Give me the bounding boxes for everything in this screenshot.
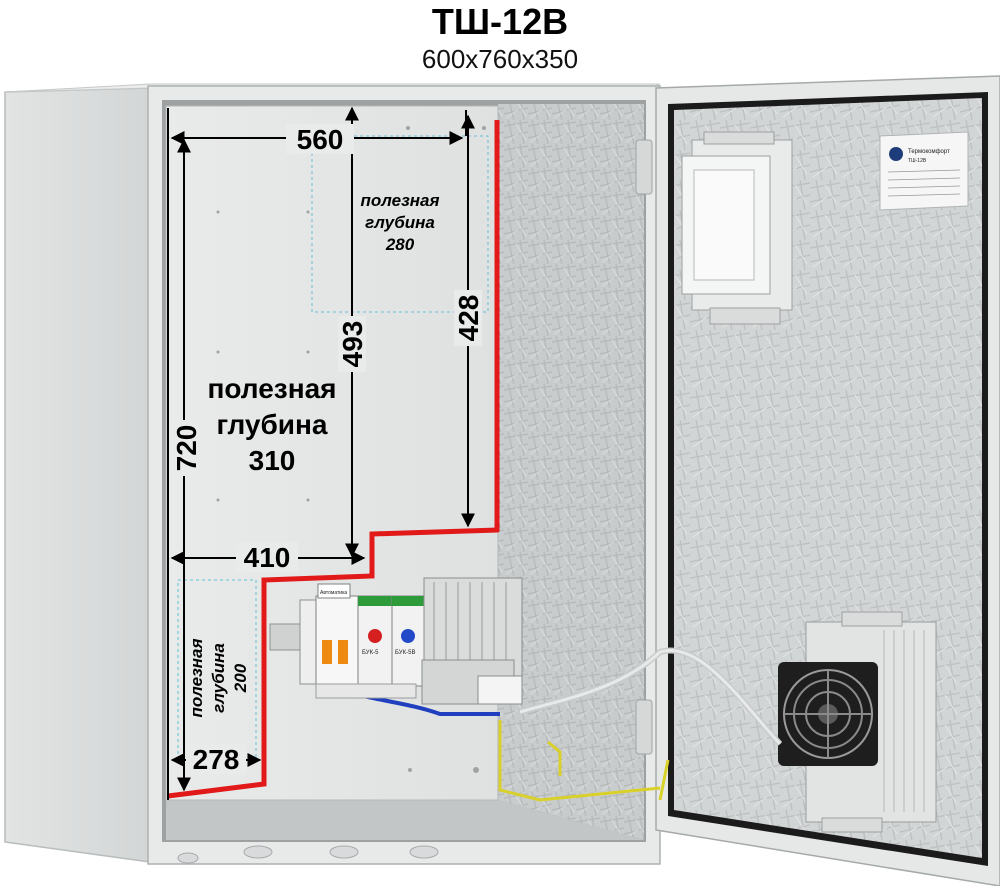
usable-depth-lower-line2: глубина <box>209 643 228 713</box>
plate-brand: Термокомфорт <box>908 149 950 155</box>
heater <box>421 577 523 705</box>
dim-width-top: 560 <box>297 124 344 155</box>
title-block: ТШ-12В 600x760x350 <box>0 0 1000 75</box>
breaker-label: Автоматика <box>320 590 347 596</box>
dim-width-bottom: 410 <box>244 542 291 573</box>
module2-label: БУК-5В <box>395 650 415 656</box>
usable-depth-main-line1: полезная <box>207 373 336 404</box>
circuit-breaker: Автоматика <box>315 583 359 693</box>
control-module-1: БУК-5 <box>357 595 393 687</box>
usable-depth-main: полезная глубина 310 <box>207 373 336 476</box>
cabinet-door: Термокомфорт ТШ-12В <box>655 75 1000 886</box>
usable-depth-upper-line2: глубина <box>365 213 435 232</box>
door-upper-vent <box>681 131 793 325</box>
door-fan-unit <box>778 611 937 833</box>
usable-area-outline <box>167 527 499 799</box>
usable-depth-upper-line1: полезная <box>361 191 440 210</box>
door-rating-plate: Термокомфорт ТШ-12В <box>879 131 969 211</box>
dimensions-subtitle: 600x760x350 <box>421 44 579 74</box>
usable-depth-lower-line1: полезная <box>187 639 206 718</box>
usable-depth-main-value: 310 <box>249 445 296 476</box>
usable-depth-lower-value: 200 <box>231 663 250 693</box>
dim-height-mid: 493 <box>337 321 368 368</box>
usable-depth-upper: полезная глубина 280 <box>361 191 440 254</box>
plate-model: ТШ-12В <box>908 158 927 164</box>
dim-width-small: 278 <box>193 744 240 775</box>
usable-depth-lower: полезная глубина 200 <box>187 639 250 718</box>
dimension-lines <box>167 106 475 800</box>
din-equipment: Автоматика БУК-5 БУК-5В <box>269 577 523 705</box>
control-module-2: БУК-5В <box>391 595 427 687</box>
dim-height-right: 428 <box>453 295 484 342</box>
usable-depth-upper-value: 280 <box>385 235 415 254</box>
cabinet-body <box>4 83 661 865</box>
module1-label: БУК-5 <box>362 650 379 656</box>
dim-height-left: 720 <box>171 425 202 472</box>
model-title: ТШ-12В <box>431 1 569 42</box>
usable-depth-main-line2: глубина <box>217 409 328 440</box>
